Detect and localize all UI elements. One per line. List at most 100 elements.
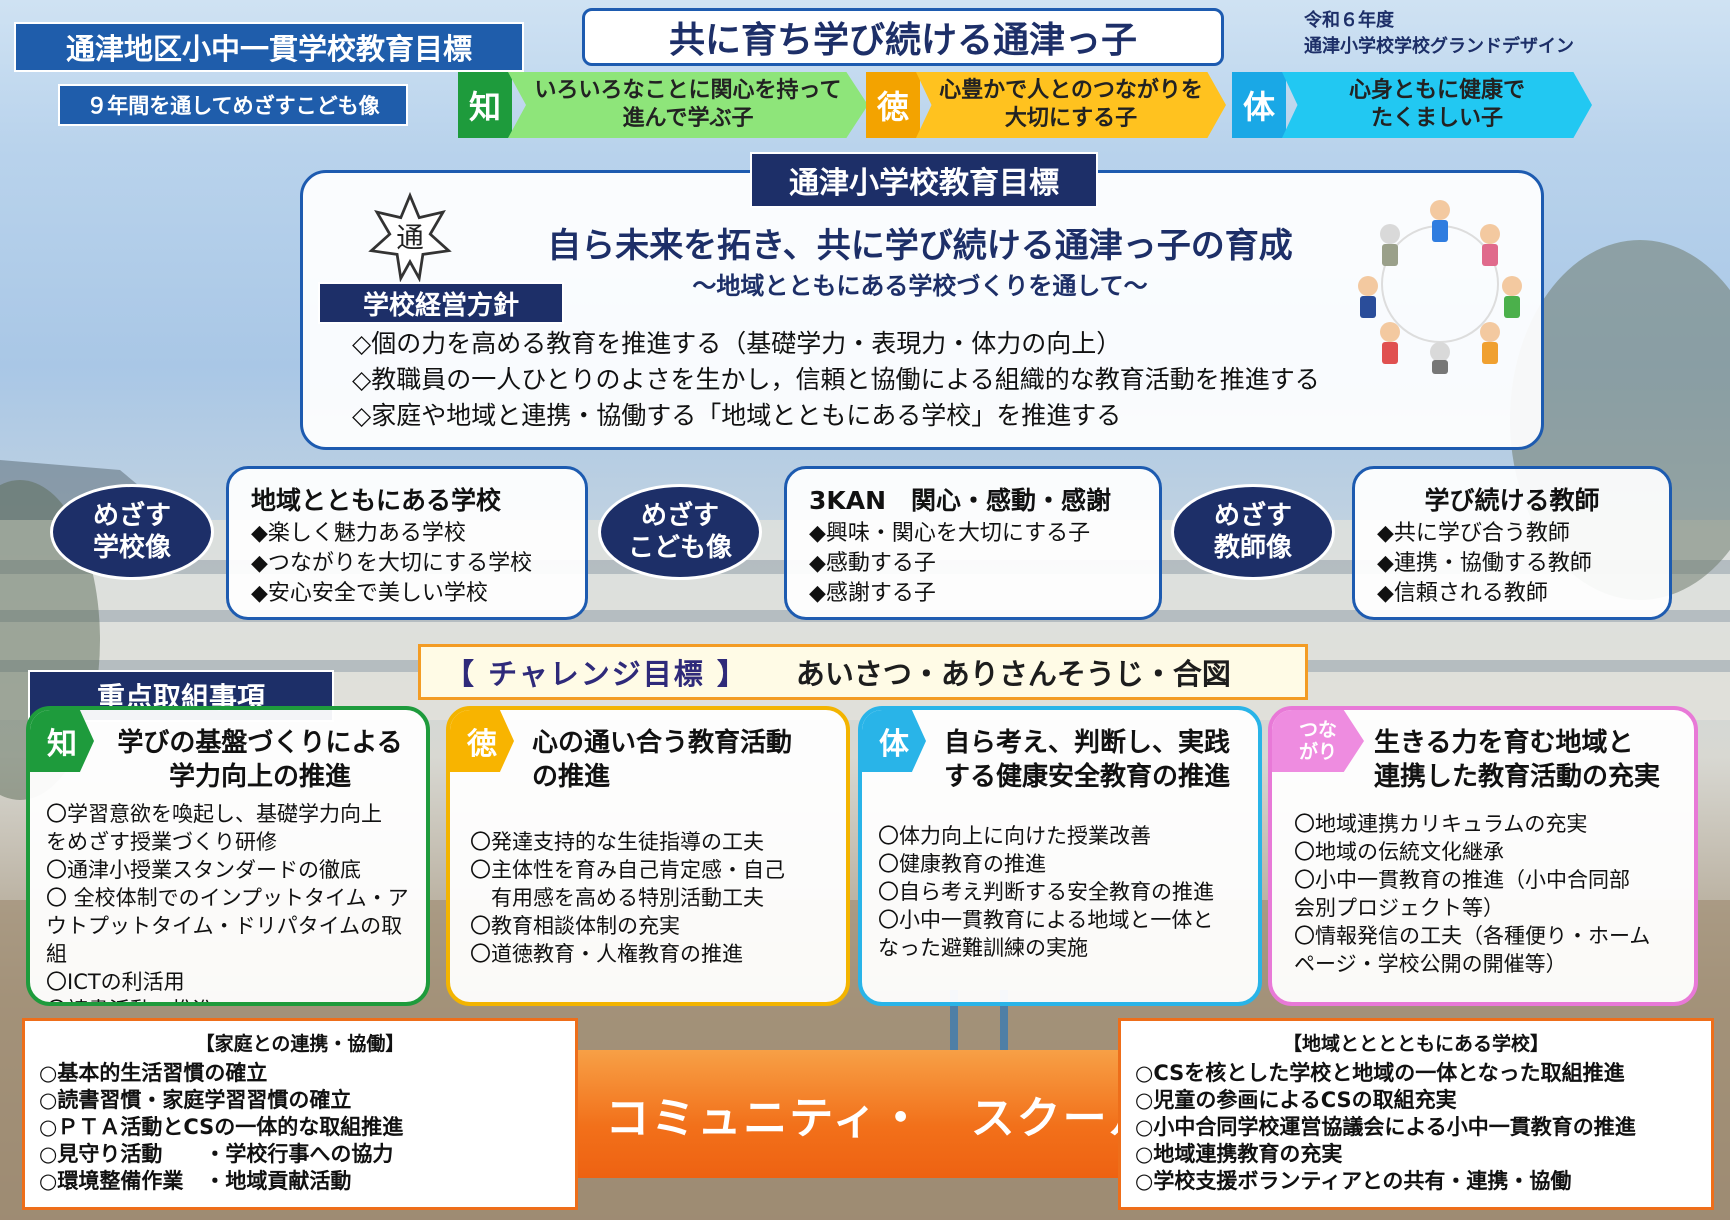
card-item: ◆連携・協働する教師 <box>1377 551 1592 576</box>
focus-title: 自ら考え、判断し、実践する健康安全教育の推進 <box>944 728 1231 792</box>
focus-item: 〇情報発信の工夫（各種便り・ホーム <box>1294 924 1651 948</box>
focus-item: 有用感を高める特別活動工夫 <box>470 886 764 910</box>
pillar-toku: 徳 心豊かで人とのつながりを大切にする子 <box>866 72 1226 138</box>
pillar-chi-tag: 知 <box>458 72 512 138</box>
focus-card-toku: 徳 心の通い合う教育活動の推進 〇発達支持的な生徒指導の工夫 〇主体性を育み自己… <box>446 706 850 1006</box>
target-school-image-label: めざす学校像 <box>50 484 214 580</box>
card-title: 学び続ける教師 <box>1424 486 1600 515</box>
focus-item: をめざす授業づくり研修 <box>46 830 277 854</box>
cs-item: ○環境整備作業 ・地域貢献活動 <box>39 1169 352 1193</box>
focus-item: なった避難訓練の実施 <box>878 936 1088 960</box>
pillar-toku-text: 心豊かで人とのつながりを大切にする子 <box>916 72 1226 138</box>
focus-item: ウトプットタイム・ドリパタイムの取組 <box>46 914 403 966</box>
policy-item: ◇教職員の一人ひとりのよさを生かし，信頼と協働による組織的な教育活動を推進する <box>352 365 1320 394</box>
home-collaboration-box: 【家庭との連携・協働】 ○基本的生活習慣の確立 ○読書習慣・家庭学習習慣の確立 … <box>22 1018 578 1210</box>
target-child-image-label: めざすこども像 <box>598 484 762 580</box>
focus-item: 〇地域の伝統文化継承 <box>1294 840 1504 864</box>
design-year: 令和６年度 <box>1304 10 1394 31</box>
focus-item: 〇通津小授業スタンダードの徹底 <box>46 858 361 882</box>
focus-list: 〇学習意欲を喚起し、基礎学力向上 をめざす授業づくり研修 〇通津小授業スタンダー… <box>46 800 416 1002</box>
cs-item: ○小中合同学校運営協議会による小中一貫教育の推進 <box>1135 1115 1636 1139</box>
children-circle-illustration <box>1358 200 1522 374</box>
focus-card-tai: 体 自ら考え、判断し、実践する健康安全教育の推進 〇体力向上に向けた授業改善 〇… <box>858 706 1262 1006</box>
cs-item: ○読書習慣・家庭学習習慣の確立 <box>39 1088 352 1112</box>
nine-year-child-image-label: ９年間を通してめざすこども像 <box>58 84 408 126</box>
card-item: ◆つながりを大切にする学校 <box>251 551 533 576</box>
school-goal-text: 自ら未来を拓き、共に学び続ける通津っ子の育成 <box>547 226 1293 266</box>
focus-title: 心の通い合う教育活動の推進 <box>532 728 793 792</box>
card-item: ◆感動する子 <box>809 551 936 576</box>
pillar-chi-text: いろいろなことに関心を持って進んで学ぶ子 <box>508 72 868 138</box>
challenge-label: 【 チャレンジ目標 】 <box>445 657 748 691</box>
person-figure <box>1358 200 1522 374</box>
cs-item: ○地域連携教育の充実 <box>1135 1142 1343 1166</box>
card-title: 地域とともにある学校 <box>251 486 502 515</box>
challenge-text: あいさつ・ありさんそうじ・合図 <box>795 657 1231 691</box>
focus-tag-toku: 徳 <box>450 710 514 772</box>
card-item: ◆楽しく魅力ある学校 <box>251 521 466 546</box>
pillar-tai-text: 心身ともに健康でたくましい子 <box>1282 72 1592 138</box>
policy-item: ◇個の力を高める教育を推進する（基礎学力・表現力・体力の向上） <box>352 329 1122 358</box>
target-teacher-image-label: めざす教師像 <box>1171 484 1335 580</box>
school-goal-subtitle: ～地域とともにある学校づくりを通して～ <box>692 272 1148 300</box>
focus-title: 生きる力を育む地域と連携した教育活動の充実 <box>1374 728 1661 792</box>
pillar-tai-tag: 体 <box>1232 72 1286 138</box>
school-goal-label: 通津小学校教育目標 <box>750 152 1098 208</box>
focus-item: 〇小中一貫教育の推進（小中合同部 <box>1294 868 1630 892</box>
target-school-card: 地域とともにある学校 ◆楽しく魅力ある学校 ◆つながりを大切にする学校 ◆安心安… <box>226 466 588 620</box>
card-item: ◆共に学び合う教師 <box>1377 521 1570 546</box>
pillar-toku-tag: 徳 <box>866 72 920 138</box>
svg-text:通: 通 <box>396 221 424 254</box>
focus-item: 〇発達支持的な生徒指導の工夫 <box>470 830 764 854</box>
main-title: 共に育ち学び続ける通津っ子 <box>582 8 1224 66</box>
card-title: 3KAN 関心・感動・感謝 <box>809 486 1112 515</box>
target-teacher-card: 学び続ける教師 ◆共に学び合う教師 ◆連携・協働する教師 ◆信頼される教師 <box>1352 466 1672 620</box>
pillar-chi: 知 いろいろなことに関心を持って進んで学ぶ子 <box>458 72 868 138</box>
focus-item: 〇教育相談体制の充実 <box>470 914 680 938</box>
focus-list: 〇地域連携カリキュラムの充実 〇地域の伝統文化継承 〇小中一貫教育の推進（小中合… <box>1294 810 1684 978</box>
cs-item: ○ＰＴＡ活動とCSの一体的な取組推進 <box>39 1115 404 1139</box>
policy-item: ◇家庭や地域と連携・協働する「地域とともにある学校」を推進する <box>352 401 1122 430</box>
policy-list: ◇個の力を高める教育を推進する（基礎学力・表現力・体力の向上） ◇教職員の一人ひ… <box>352 326 1532 434</box>
focus-tag-tsunagari: つながり <box>1272 710 1364 772</box>
focus-item: 会別プロジェクト等） <box>1294 896 1504 920</box>
focus-item: 〇主体性を育み自己肯定感・自己 <box>470 858 785 882</box>
focus-item: 〇体力向上に向けた授業改善 <box>878 824 1151 848</box>
cs-item: ○児童の参画によるCSの取組充実 <box>1135 1088 1457 1112</box>
focus-tag-chi: 知 <box>30 710 94 772</box>
card-item: ◆感謝する子 <box>809 581 936 606</box>
focus-item: 〇 全校体制でのインプットタイム・ア <box>46 886 409 910</box>
focus-card-chi: 知 学びの基盤づくりによる学力向上の推進 〇学習意欲を喚起し、基礎学力向上 をめ… <box>26 706 430 1006</box>
focus-item: 〇地域連携カリキュラムの充実 <box>1294 812 1588 836</box>
focus-tag-tai: 体 <box>862 710 926 772</box>
card-item: ◆信頼される教師 <box>1377 581 1548 606</box>
focus-item: 〇道徳教育・人権教育の推進 <box>470 942 743 966</box>
focus-item: 〇自ら考え判断する安全教育の推進 <box>878 880 1214 904</box>
cs-item: ○学校支援ボランティアとの共有・連携・協働 <box>1135 1169 1572 1193</box>
school-crest-icon: 通 <box>368 191 452 282</box>
focus-item: 〇健康教育の推進 <box>878 852 1046 876</box>
cs-item: ○基本的生活習慣の確立 <box>39 1061 268 1085</box>
focus-title: 学びの基盤づくりによる学力向上の推進 <box>117 728 403 792</box>
design-name: 通津小学校学校グランドデザイン <box>1304 36 1574 57</box>
pillar-tai: 体 心身ともに健康でたくましい子 <box>1232 72 1592 138</box>
focus-item: 〇ICTの利活用 <box>46 970 185 994</box>
cs-box-title: 【地域とととともにある学校】 <box>1282 1033 1549 1055</box>
card-item: ◆安心安全で美しい学校 <box>251 581 488 606</box>
target-child-card: 3KAN 関心・感動・感謝 ◆興味・関心を大切にする子 ◆感動する子 ◆感謝する… <box>784 466 1162 620</box>
community-school-box: 【地域とととともにある学校】 ○CSを核とした学校と地域の一体となった取組推進 … <box>1118 1018 1714 1210</box>
focus-card-tsunagari: つながり 生きる力を育む地域と連携した教育活動の充実 〇地域連携カリキュラムの充… <box>1268 706 1698 1006</box>
community-school-banner: コミュニティ・ スクール <box>560 1050 1200 1178</box>
district-goal-title: 通津地区小中一貫学校教育目標 <box>14 22 524 72</box>
focus-list: 〇体力向上に向けた授業改善 〇健康教育の推進 〇自ら考え判断する安全教育の推進 … <box>878 822 1248 962</box>
policy-label: 学校経営方針 <box>318 282 564 324</box>
focus-item: 〇読書活動の推進 <box>46 996 416 1002</box>
cs-item: ○CSを核とした学校と地域の一体となった取組推進 <box>1135 1061 1625 1085</box>
cs-box-title: 【家庭との連携・協働】 <box>195 1033 405 1055</box>
grand-design-label: 令和６年度 通津小学校学校グランドデザイン <box>1304 8 1634 60</box>
focus-item: ページ・学校公開の開催等） <box>1294 952 1567 976</box>
focus-item: 〇小中一貫教育による地域と一体と <box>878 908 1214 932</box>
card-item: ◆興味・関心を大切にする子 <box>809 521 1091 546</box>
cs-item: ○見守り活動 ・学校行事への協力 <box>39 1142 394 1166</box>
focus-item: 〇学習意欲を喚起し、基礎学力向上 <box>46 802 382 826</box>
